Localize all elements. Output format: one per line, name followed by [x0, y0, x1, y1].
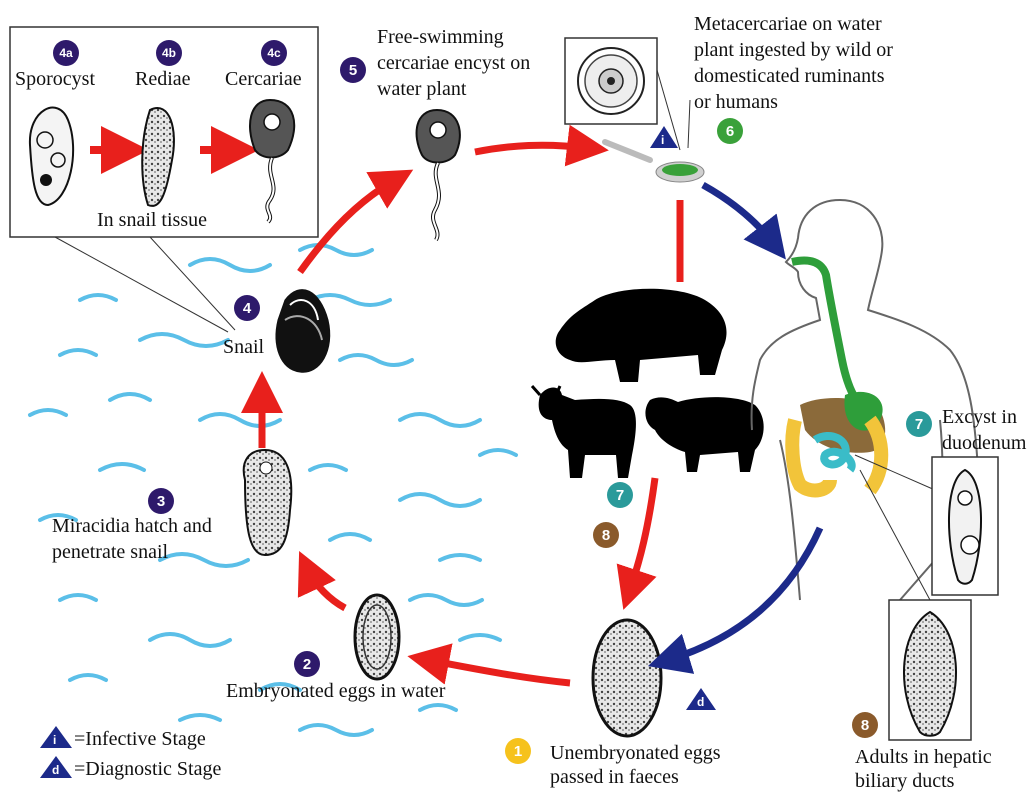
- label-5-line3: water plant: [377, 76, 466, 102]
- label-6-line3: domesticated ruminants: [694, 63, 885, 89]
- label-5-line1: Free-swimming: [377, 24, 504, 50]
- label-cercariae: Cercariae: [225, 66, 302, 92]
- snail-illustration: [276, 290, 330, 373]
- badge-7: 7: [906, 411, 932, 437]
- unembryonated-egg-illustration: [593, 620, 661, 736]
- label-1-line2: passed in faeces: [550, 764, 679, 790]
- label-in-snail-tissue: In snail tissue: [97, 207, 207, 233]
- label-embryonated-eggs: Embryonated eggs in water: [226, 678, 445, 704]
- diagnostic-symbol: d: [697, 695, 704, 709]
- label-3-line2: penetrate snail: [52, 539, 168, 565]
- badge-5: 5: [340, 57, 366, 83]
- label-6-line1: Metacercariae on water: [694, 11, 882, 37]
- label-6-line4: or humans: [694, 89, 778, 115]
- label-5-line2: cercariae encyst on: [377, 50, 530, 76]
- label-rediae: Rediae: [135, 66, 191, 92]
- badge-3: 3: [148, 488, 174, 514]
- badge-animal-8: 8: [593, 522, 619, 548]
- label-7-line2: duodenum: [942, 430, 1026, 456]
- label-1-line1: Unembryonated eggs: [550, 740, 721, 766]
- label-8-line2: biliary ducts: [855, 768, 954, 794]
- badge-6: 6: [717, 118, 743, 144]
- hippo-silhouette: [556, 289, 727, 382]
- label-3-line1: Miracidia hatch and: [52, 513, 212, 539]
- label-8-line1: Adults in hepatic: [855, 744, 992, 770]
- badge-4a: 4a: [53, 40, 79, 66]
- badge-1: 1: [505, 738, 531, 764]
- infective-symbol: i: [661, 133, 664, 147]
- miracidium-illustration: [244, 450, 292, 555]
- free-cercaria-illustration: [417, 110, 460, 240]
- label-7-line1: Excyst in: [942, 404, 1017, 430]
- cow-silhouette: [532, 386, 636, 478]
- badge-animal-7: 7: [607, 482, 633, 508]
- label-6-line2: plant ingested by wild or: [694, 37, 893, 63]
- legend-diagnostic-label: =Diagnostic Stage: [74, 756, 221, 782]
- embryonated-egg-illustration: [355, 595, 399, 679]
- legend-infective-label: =Infective Stage: [74, 726, 206, 752]
- legend-diagnostic-symbol: d: [52, 763, 59, 777]
- label-snail: Snail: [223, 334, 264, 360]
- label-sporocyst: Sporocyst: [15, 66, 95, 92]
- badge-2: 2: [294, 651, 320, 677]
- badge-8: 8: [852, 712, 878, 738]
- legend-infective-symbol: i: [53, 733, 56, 747]
- sheep-silhouette: [645, 397, 763, 472]
- badge-4c: 4c: [261, 40, 287, 66]
- badge-4b: 4b: [156, 40, 182, 66]
- badge-4: 4: [234, 295, 260, 321]
